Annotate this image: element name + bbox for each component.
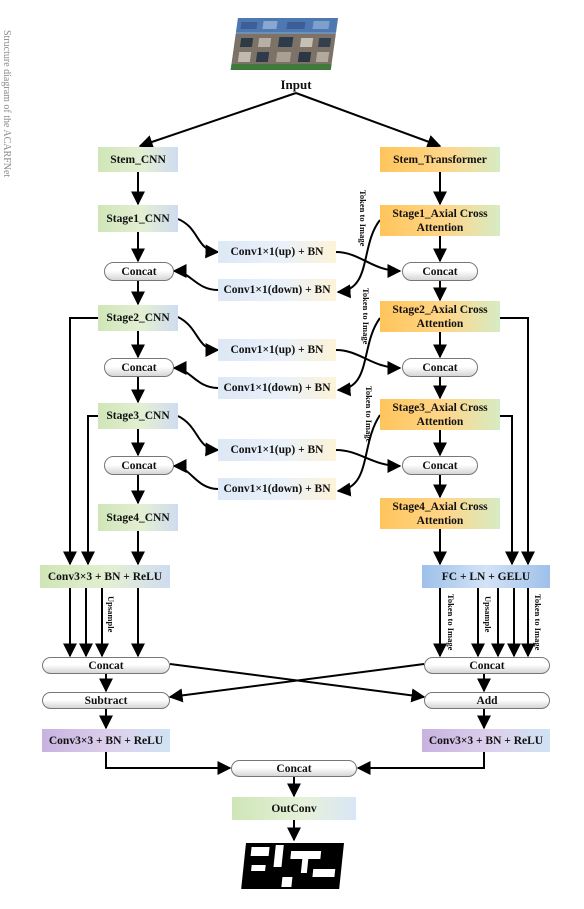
subtract-op: Subtract [42, 692, 170, 709]
stem-transformer-block: Stem_Transformer [380, 147, 500, 172]
token-to-image-label-3: Token to Image [364, 386, 374, 443]
stage4-cnn-block: Stage4_CNN [98, 504, 178, 531]
figure-caption: Structure diagram of the ACARFNet [1, 30, 12, 178]
token-to-image-label-4: Token to Image [446, 594, 456, 651]
cnn-concat-3: Concat [104, 456, 174, 475]
stage3-cnn-block: Stage3_CNN [98, 403, 178, 429]
conv-up-block-1: Conv1×1(up) + BN [218, 241, 336, 263]
fc-ln-gelu-block: FC + LN + GELU [422, 565, 550, 588]
transformer-concat-3: Concat [402, 456, 478, 475]
conv-up-block-2: Conv1×1(up) + BN [218, 339, 336, 361]
cnn-concat-1: Concat [104, 262, 174, 281]
left-fusion-concat: Concat [42, 657, 170, 674]
stage3-axial-attention-block: Stage3_Axial Cross Attention [380, 399, 500, 430]
input-image [230, 18, 338, 70]
conv-up-block-3: Conv1×1(up) + BN [218, 439, 336, 461]
add-op: Add [424, 692, 550, 709]
stage4-axial-attention-block: Stage4_Axial Cross Attention [380, 498, 500, 529]
transformer-concat-2: Concat [402, 358, 478, 377]
conv-down-block-3: Conv1×1(down) + BN [218, 478, 336, 500]
conv-down-block-1: Conv1×1(down) + BN [218, 279, 336, 301]
upsample-label-left: Upsample [106, 596, 116, 633]
conv-down-block-2: Conv1×1(down) + BN [218, 377, 336, 399]
output-mask [241, 843, 344, 889]
right-fusion-concat: Concat [424, 657, 550, 674]
cnn-concat-2: Concat [104, 358, 174, 377]
connections [63, 92, 535, 842]
stage1-axial-attention-block: Stage1_Axial Cross Attention [380, 205, 500, 236]
token-to-image-label-1: Token to Image [358, 190, 368, 247]
stem-cnn-block: Stem_CNN [98, 147, 178, 172]
outconv-block: OutConv [232, 797, 356, 820]
left-conv3x3-bn-relu-block: Conv3×3 + BN + ReLU [42, 729, 170, 752]
upsample-label-right: Upsample [483, 596, 493, 633]
final-concat: Concat [231, 760, 357, 777]
token-to-image-label-2: Token to Image [361, 288, 371, 345]
input-label: Input [280, 77, 312, 92]
stage2-cnn-block: Stage2_CNN [98, 305, 178, 331]
token-to-image-label-5: Token to Image [533, 594, 543, 651]
stage2-axial-attention-block: Stage2_Axial Cross Attention [380, 301, 500, 332]
cnn-conv3x3-bn-relu-block: Conv3×3 + BN + ReLU [40, 565, 170, 588]
transformer-concat-1: Concat [402, 262, 478, 281]
right-conv3x3-bn-relu-block: Conv3×3 + BN + ReLU [422, 729, 550, 752]
stage1-cnn-block: Stage1_CNN [98, 205, 178, 232]
